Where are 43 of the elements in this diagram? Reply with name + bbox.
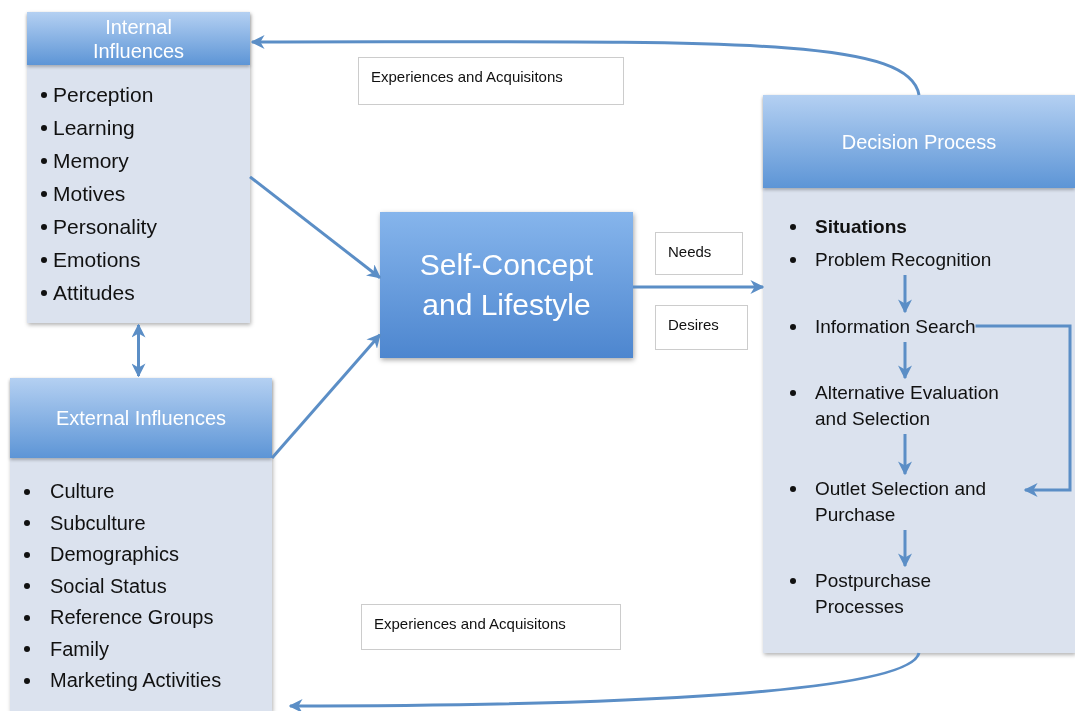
list-item: Learning — [53, 115, 135, 141]
list-item: Situations — [815, 215, 907, 239]
list-item: Demographics — [50, 542, 179, 567]
list-item: Outlet Selection and Purchase — [815, 477, 988, 527]
panel — [27, 12, 250, 323]
list-item: Attitudes — [53, 280, 135, 306]
list-item: Family — [50, 636, 109, 662]
label-box: Experiences and Acquisitons — [361, 604, 621, 650]
list-item: Memory — [53, 148, 129, 174]
arrow — [633, 280, 765, 294]
list-item: Personality — [53, 214, 157, 240]
list-item: Social Status — [50, 573, 167, 599]
list-item: Reference Groups — [50, 605, 214, 630]
arrow — [288, 652, 921, 711]
list-item: Motives — [53, 181, 126, 207]
list-item: Postpurchase Processes — [815, 569, 933, 619]
panel — [763, 95, 1075, 653]
list-item: Perception — [53, 82, 154, 108]
concept-label: Self-Concept and Lifestyle — [418, 247, 595, 323]
label-box: Experiences and Acquisitons — [358, 57, 624, 105]
list-item: Problem Recognition — [815, 248, 992, 272]
arrow — [898, 275, 912, 314]
concept-box — [380, 212, 633, 358]
arrow — [898, 342, 912, 380]
panel — [10, 378, 272, 711]
list-item: Emotions — [53, 247, 141, 273]
label-box: Needs — [655, 232, 743, 275]
arrow — [250, 35, 921, 96]
arrow — [898, 434, 912, 476]
arrow — [131, 323, 146, 378]
label-box: Desires — [655, 305, 748, 350]
panel-heading: External Influences — [55, 406, 227, 430]
list-item: Marketing Activities — [50, 668, 222, 693]
list-item: Culture — [50, 479, 115, 504]
arrow — [975, 324, 1072, 497]
panel-heading: Internal Influences — [91, 14, 186, 63]
list-item: Subculture — [50, 510, 146, 536]
panel-heading: Decision Process — [841, 129, 997, 154]
arrow — [898, 530, 912, 568]
list-item: Information Search — [815, 315, 976, 339]
arrow — [249, 175, 382, 279]
arrow — [270, 333, 382, 459]
list-item: Alternative Evaluation and Selection — [815, 381, 1000, 431]
